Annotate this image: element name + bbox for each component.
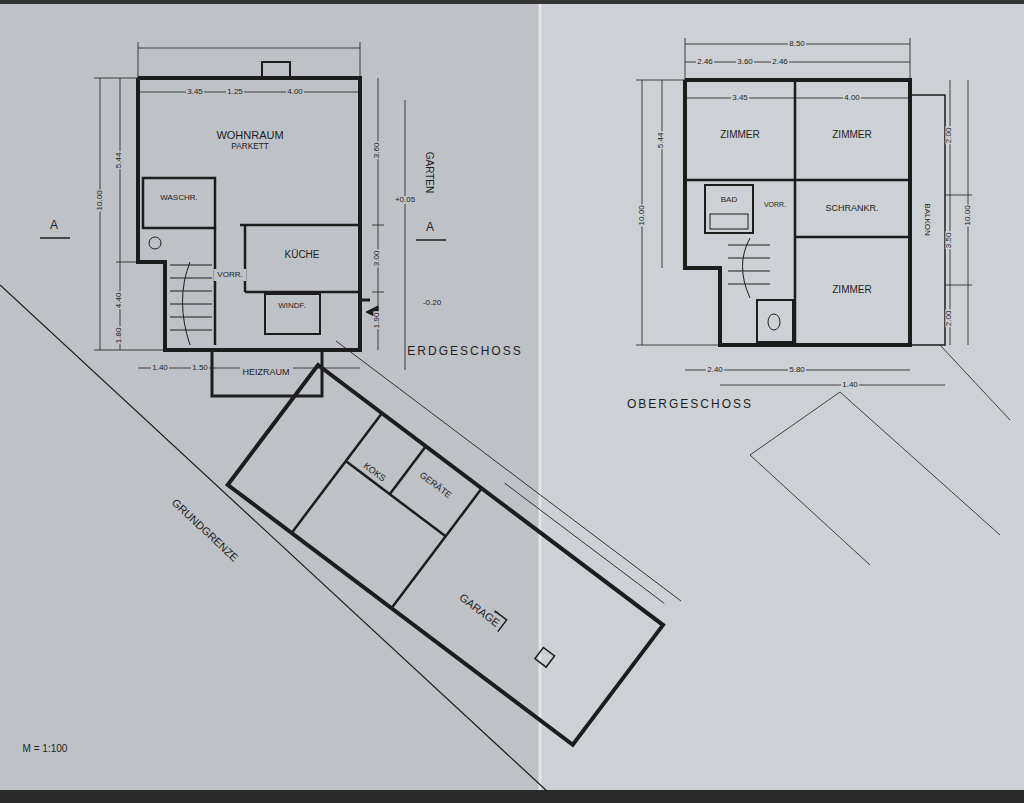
dimension-text: 3.45 [731, 94, 749, 103]
plan-caption: ERDGESCHOSS [406, 345, 523, 358]
plan-caption: A [425, 221, 437, 234]
dimension-text: 10.00 [96, 189, 105, 211]
room-name: BALKON [922, 204, 931, 236]
room-name: GERÄTE [418, 470, 454, 501]
dimension-text: +0.05 [394, 196, 416, 205]
room-label: VORR. [761, 200, 789, 210]
dimension-text: 2.46 [771, 58, 789, 67]
room-name: WASCHR. [160, 193, 197, 202]
room-label: VORR. [214, 269, 245, 280]
room-label: SCHRANKR. [822, 202, 881, 214]
room-name: VORR. [217, 270, 242, 279]
room-name: VORR. [764, 201, 786, 209]
room-name: BAD [721, 195, 737, 204]
room-name: HEIZRAUM [243, 367, 290, 377]
dimension-text: 5.44 [658, 131, 667, 149]
dimension-text: 5.80 [788, 366, 806, 375]
dimension-text: 1.80 [116, 326, 125, 344]
room-label: WINDF. [275, 300, 309, 311]
plan-caption: GARTEN [425, 150, 436, 194]
room-label: GERÄTE [415, 467, 457, 503]
room-label: ZIMMER [829, 283, 874, 297]
room-name: KÜCHE [284, 249, 319, 261]
dimension-text: 8.50 [788, 40, 806, 49]
room-label: ZIMMER [717, 128, 762, 142]
dimension-text: 3.60 [374, 141, 383, 159]
plan-caption: A [49, 219, 61, 232]
dimension-text: 1.25 [226, 88, 244, 97]
dimension-text: 3.00 [374, 249, 383, 267]
dimension-text: 3.45 [186, 88, 204, 97]
dimension-text: 10.00 [964, 204, 973, 226]
plan-caption: M = 1:100 [22, 743, 69, 754]
dimension-text: 2.00 [946, 126, 955, 144]
dimension-text: 1.50 [191, 364, 209, 373]
plan-caption: GRUNDGRENZE [169, 496, 242, 565]
room-name: WOHNRAUM [216, 129, 283, 142]
room-label: KOKS [359, 458, 391, 487]
dimension-text: 4.00 [286, 88, 304, 97]
room-name: ZIMMER [720, 129, 759, 141]
room-name: ZIMMER [832, 284, 871, 296]
dimension-text: 2.00 [946, 309, 955, 327]
dimension-text: 3.50 [946, 231, 955, 249]
dimension-text: -0.20 [422, 299, 442, 308]
dimension-text: 2.46 [696, 58, 714, 67]
room-label: GARAGE [454, 588, 505, 632]
room-name: WINDF. [278, 301, 306, 310]
room-label: WOHNRAUMPARKETT [213, 128, 286, 152]
room-name: GARAGE [457, 591, 502, 629]
dimension-text: 5.44 [116, 151, 125, 169]
dimension-text: 10.00 [638, 204, 647, 226]
dimension-text: 2.40 [706, 366, 724, 375]
dimension-text: 4.00 [843, 94, 861, 103]
room-label: KÜCHE [281, 248, 322, 262]
dimension-text: 3.60 [736, 58, 754, 67]
plan-caption: OBERGESCHOSS [626, 398, 754, 411]
room-label: HEIZRAUM [240, 366, 293, 378]
floor-finish: PARKETT [216, 142, 283, 151]
room-name: KOKS [362, 460, 388, 483]
dimension-text: 4.40 [116, 291, 125, 309]
room-name: ZIMMER [832, 129, 871, 141]
dimension-text: 1.40 [151, 364, 169, 373]
room-name: SCHRANKR. [825, 203, 878, 213]
dimension-text: 1.40 [841, 381, 859, 390]
room-label: BALKON [921, 201, 932, 239]
room-label: BAD [718, 194, 740, 205]
room-label: ZIMMER [829, 128, 874, 142]
room-label: WASCHR. [157, 192, 200, 203]
dimension-text: 1.90 [374, 311, 383, 329]
